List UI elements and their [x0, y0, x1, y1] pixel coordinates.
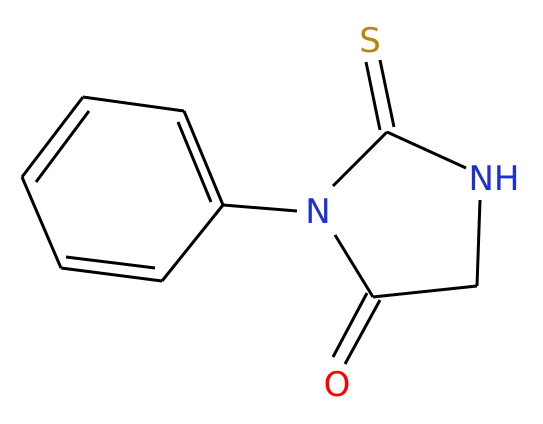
bond [343, 299, 382, 365]
bond [386, 130, 467, 170]
bond [65, 255, 156, 270]
nitrogen-atom-label: N [305, 192, 330, 232]
bond [333, 234, 375, 298]
bond [331, 130, 389, 188]
bond [331, 292, 369, 358]
bond [176, 121, 213, 203]
bond [378, 59, 396, 128]
bond [372, 284, 478, 299]
bond [34, 110, 91, 183]
nh-atom-label: NH [469, 159, 520, 199]
bond [364, 61, 382, 131]
bond [60, 266, 163, 283]
imidazolidine-ring [331, 130, 482, 299]
bond [20, 96, 85, 178]
bond [182, 110, 225, 206]
phenyl-ring [20, 95, 225, 283]
bond [222, 203, 298, 213]
oxygen-atom-label: O [324, 365, 351, 405]
bond [160, 204, 225, 282]
bond [82, 95, 185, 113]
bond [20, 176, 63, 269]
bond [475, 199, 482, 287]
sulfur-atom-label: S [359, 21, 381, 61]
